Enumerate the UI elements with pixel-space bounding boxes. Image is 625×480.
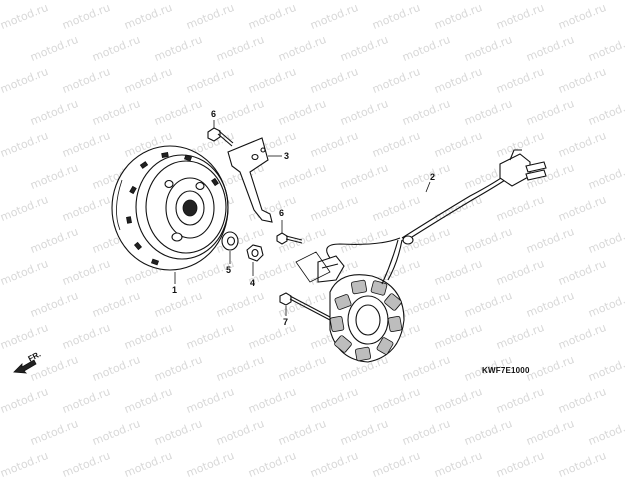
callout-stator: 2 bbox=[430, 172, 436, 182]
callout-bolt-low: 7 bbox=[283, 317, 289, 327]
callout-nut: 4 bbox=[250, 278, 256, 288]
diagram-code: KWF7E1000 bbox=[482, 366, 530, 375]
flywheel bbox=[111, 145, 229, 271]
bolt-top bbox=[207, 127, 234, 147]
bolt-low bbox=[279, 292, 331, 321]
parts-diagram bbox=[13, 120, 547, 374]
callout-flywheel: 1 bbox=[172, 285, 178, 295]
nut bbox=[246, 244, 264, 262]
callout-washer: 5 bbox=[226, 265, 232, 275]
callout-bolt-top: 6 bbox=[211, 109, 217, 119]
front-arrow-icon bbox=[13, 359, 37, 374]
stator bbox=[317, 149, 547, 363]
bracket bbox=[227, 137, 273, 223]
callout-bracket: 3 bbox=[284, 151, 290, 161]
bolt-mid bbox=[276, 232, 303, 245]
leader-lines bbox=[174, 120, 431, 316]
callout-bolt-mid: 6 bbox=[279, 208, 285, 218]
washer bbox=[221, 231, 239, 251]
